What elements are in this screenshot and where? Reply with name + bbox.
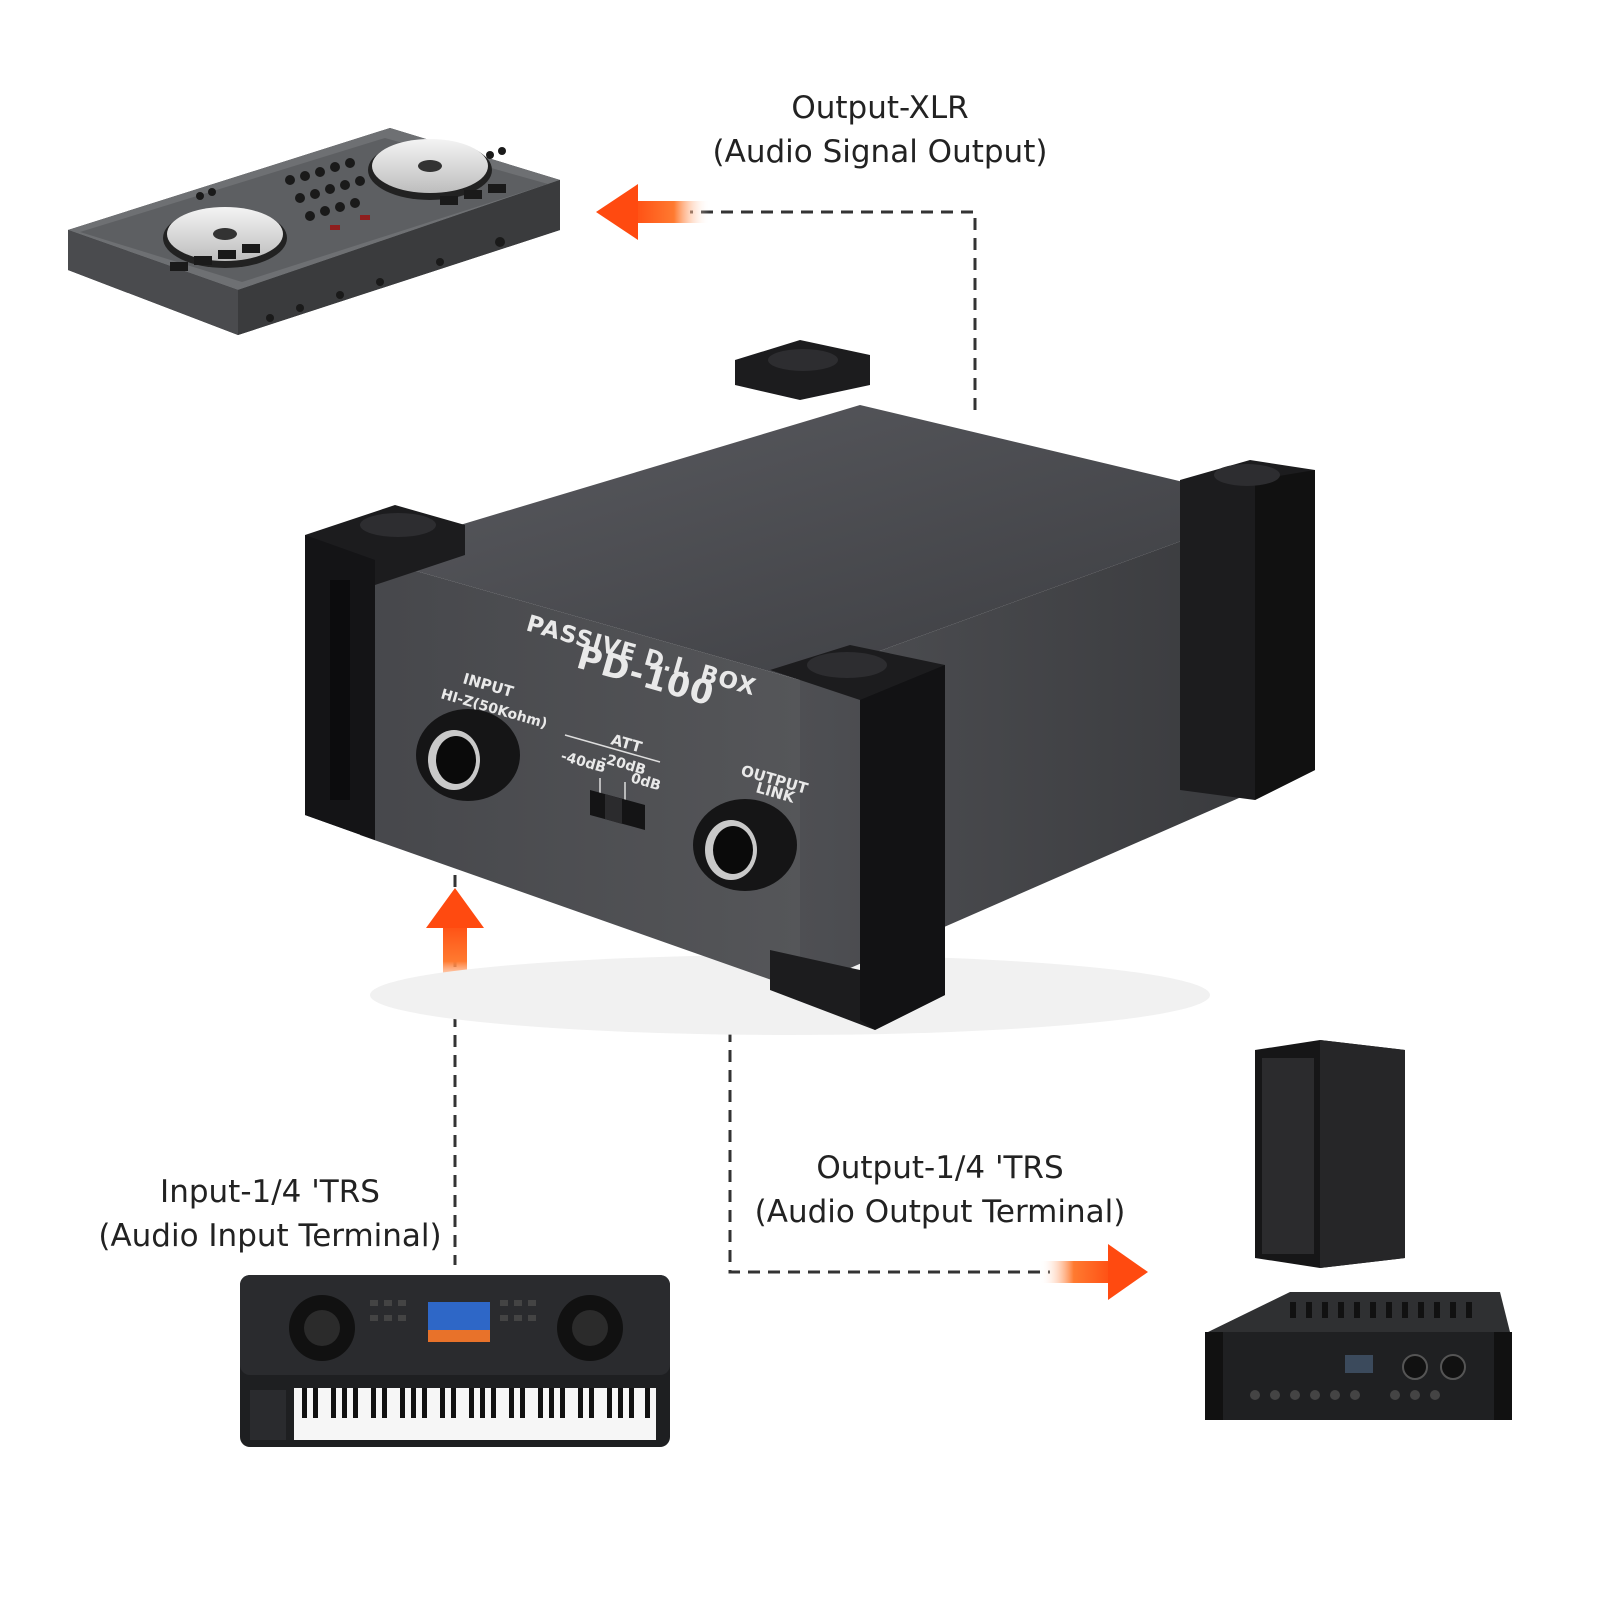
xlr-connector-line bbox=[690, 210, 977, 410]
corner-bracket-back-right bbox=[1180, 460, 1315, 800]
input-jack[interactable] bbox=[416, 709, 520, 801]
corner-bracket-front-right bbox=[770, 645, 945, 1030]
input-trs-title: Input-1/4 'TRS bbox=[160, 1174, 380, 1210]
corner-bracket-front-left bbox=[305, 505, 465, 840]
input-trs-caption: Input-1/4 'TRS (Audio Input Terminal) bbox=[80, 1170, 460, 1258]
dj-controller-icon bbox=[68, 128, 560, 335]
output-xlr-caption: Output-XLR (Audio Signal Output) bbox=[700, 86, 1060, 174]
output-xlr-title: Output-XLR bbox=[791, 90, 969, 126]
output-link-jack[interactable] bbox=[693, 799, 797, 891]
output-xlr-subtitle: (Audio Signal Output) bbox=[712, 134, 1048, 170]
arrow-to-dj-controller bbox=[596, 184, 710, 240]
att-switch[interactable] bbox=[564, 734, 661, 830]
input-trs-subtitle: (Audio Input Terminal) bbox=[98, 1218, 442, 1254]
output-trs-caption: Output-1/4 'TRS (Audio Output Terminal) bbox=[740, 1146, 1140, 1234]
amplifier-icon bbox=[1205, 1292, 1512, 1420]
output-trs-connector-line bbox=[728, 870, 1050, 1274]
di-box: PASSIVE D.I. BOX PD-100 INPUT HI-Z(50Koh… bbox=[305, 340, 1315, 1035]
arrow-to-speaker bbox=[1040, 1244, 1148, 1300]
keyboard-icon bbox=[240, 1275, 670, 1447]
corner-bracket-back-left bbox=[735, 340, 870, 400]
speaker-icon bbox=[1255, 1040, 1405, 1268]
output-trs-subtitle: (Audio Output Terminal) bbox=[754, 1194, 1126, 1230]
output-trs-title: Output-1/4 'TRS bbox=[816, 1150, 1064, 1186]
